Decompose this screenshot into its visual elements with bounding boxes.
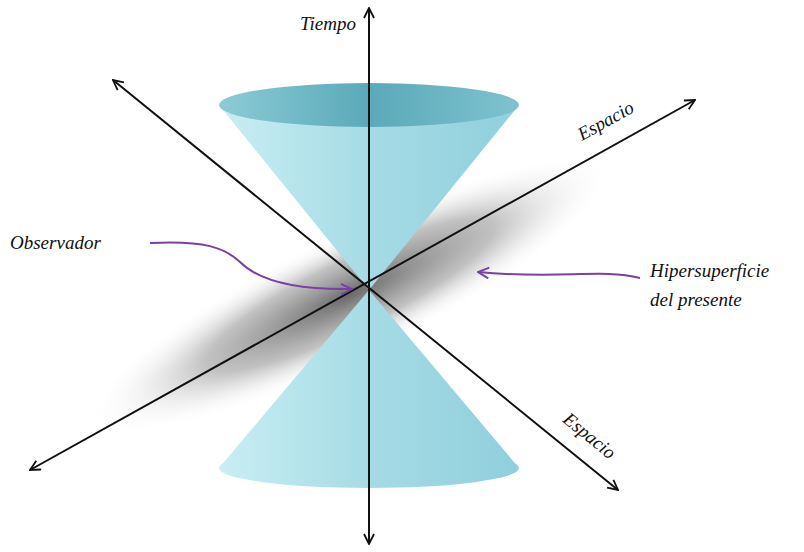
space-axis bbox=[30, 100, 695, 470]
space-axis bbox=[113, 80, 618, 490]
callout-label: Observador bbox=[10, 228, 101, 257]
time-axis bbox=[368, 8, 370, 544]
axis-label: Espacio bbox=[557, 405, 623, 466]
axis-label: Espacio bbox=[572, 93, 640, 148]
leader-line bbox=[478, 272, 640, 278]
leader-line bbox=[150, 242, 352, 289]
axis-label: Tiempo bbox=[300, 9, 356, 38]
callout-label: Hipersuperficie del presente bbox=[650, 256, 788, 315]
